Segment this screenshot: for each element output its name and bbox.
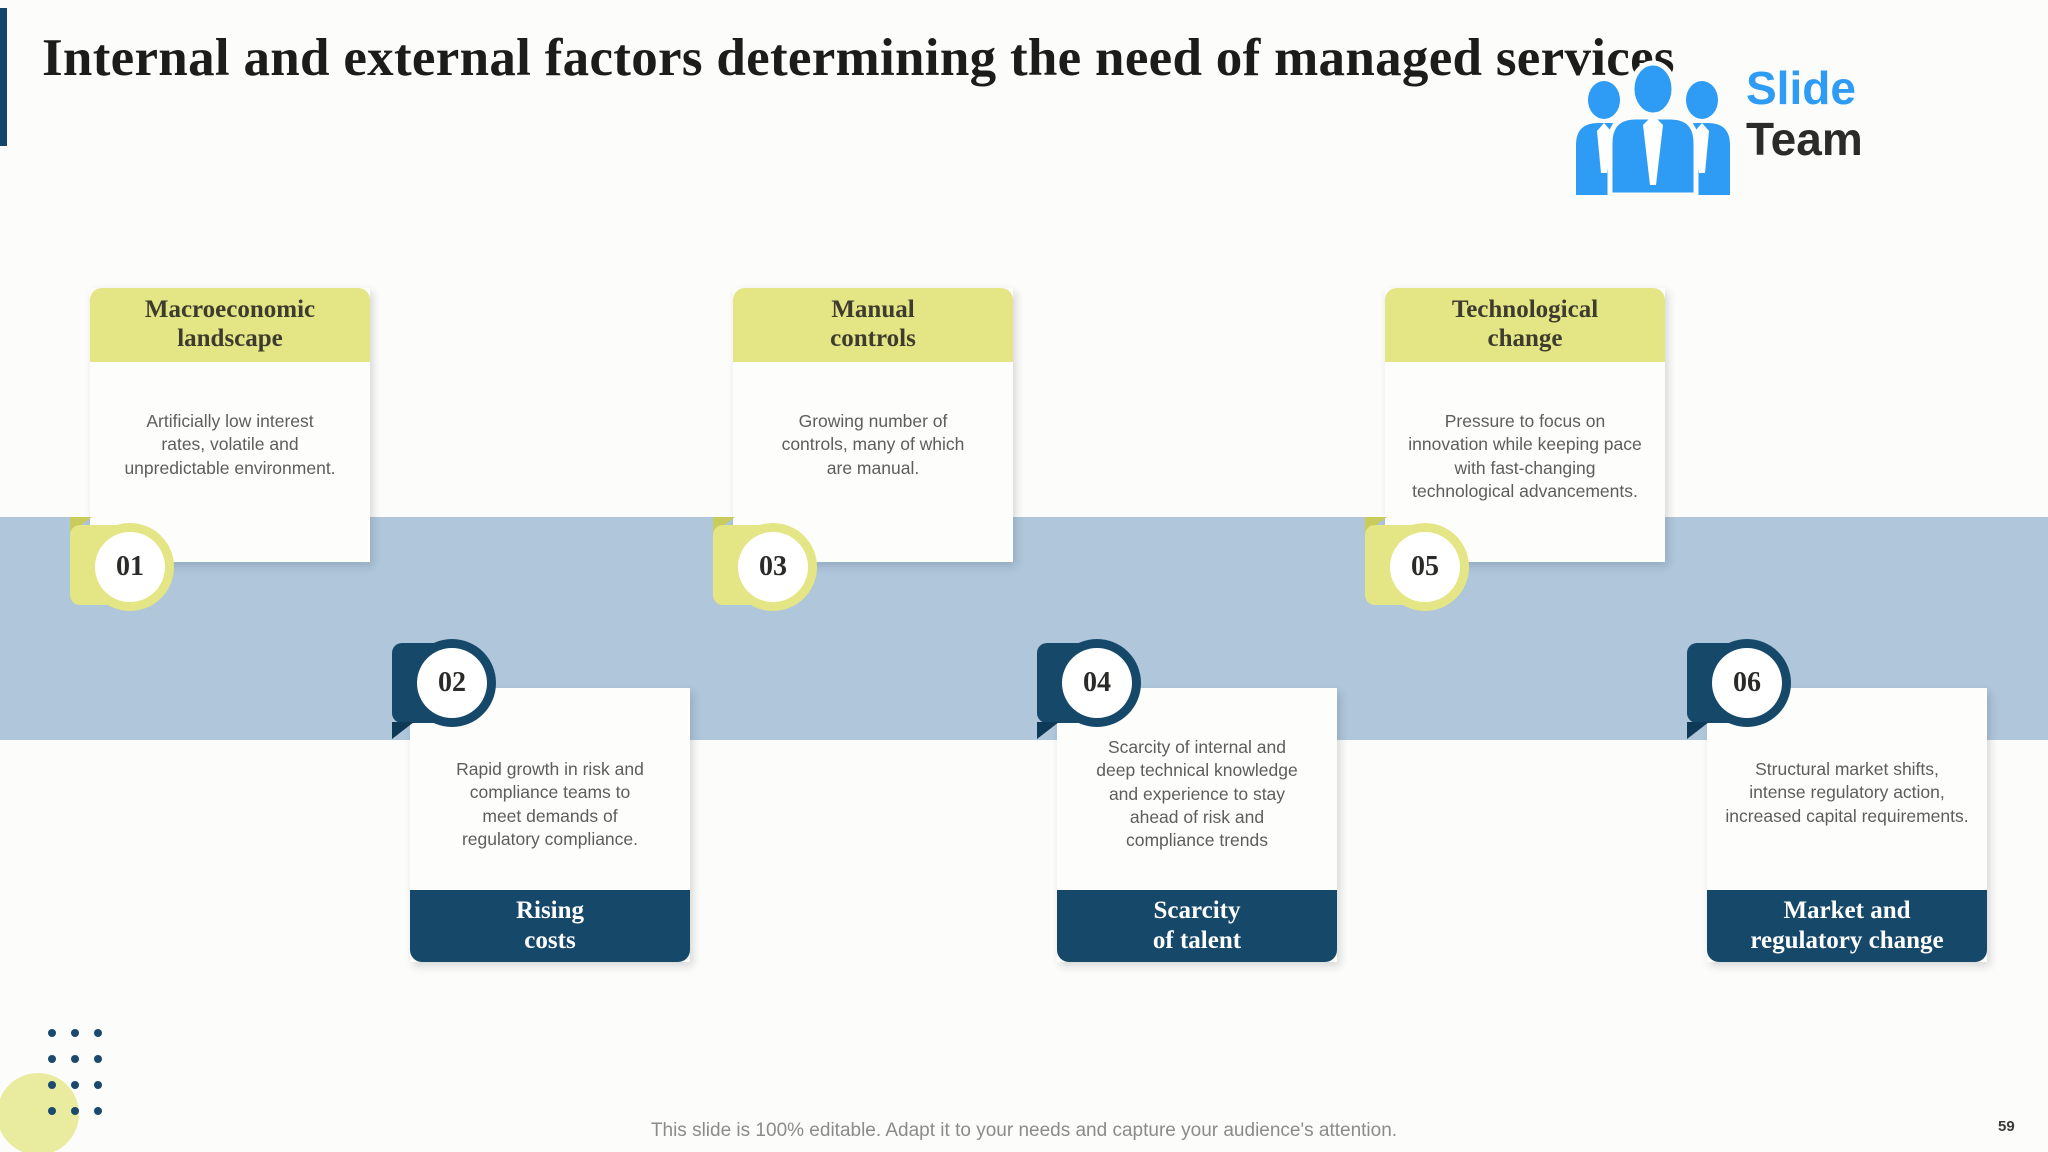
factor-06-title: Market and regulatory change [1707, 890, 1987, 962]
ribbon-fold [1037, 722, 1059, 739]
logo-wordmark: Slide Team [1746, 55, 1863, 195]
factor-04-number-badge: 04 [1037, 639, 1147, 743]
factor-01-number-badge: 01 [70, 517, 180, 617]
factor-number: 04 [1062, 648, 1132, 718]
factor-card-01: Macroeconomic landscape Artificially low… [90, 288, 370, 562]
ribbon-fold [392, 722, 414, 739]
factor-card-02: Rapid growth in risk and compliance team… [410, 688, 690, 962]
ribbon-fold [1687, 722, 1709, 739]
factor-02-number-badge: 02 [392, 639, 502, 743]
factor-05-title: Technological change [1385, 288, 1665, 362]
title-accent-bar [0, 8, 7, 146]
logo-word-slide: Slide [1746, 62, 1856, 114]
people-icon [1576, 60, 1730, 195]
factor-02-description: Rapid growth in risk and compliance team… [410, 688, 690, 890]
factor-01-title: Macroeconomic landscape [90, 288, 370, 362]
page-title: Internal and external factors determinin… [42, 29, 1675, 87]
slideteam-logo: Slide Team [1568, 55, 1908, 195]
factor-number: 06 [1712, 648, 1782, 718]
factor-number: 02 [417, 648, 487, 718]
factor-03-title: Manual controls [733, 288, 1013, 362]
decoration-circle [0, 1073, 79, 1152]
factor-06-number-badge: 06 [1687, 639, 1797, 743]
decoration-dot-grid [48, 1029, 102, 1115]
logo-word-team: Team [1746, 113, 1863, 165]
factor-number: 03 [738, 532, 808, 602]
factor-02-title: Rising costs [410, 890, 690, 962]
factor-04-title: Scarcity of talent [1057, 890, 1337, 962]
factor-number: 01 [95, 532, 165, 602]
factor-03-number-badge: 03 [713, 517, 823, 617]
editable-note: This slide is 100% editable. Adapt it to… [650, 1120, 1398, 1141]
page-number: 59 [1998, 1118, 2015, 1135]
factor-number: 05 [1390, 532, 1460, 602]
factor-05-number-badge: 05 [1365, 517, 1475, 617]
factor-card-05: Technological change Pressure to focus o… [1385, 288, 1665, 562]
